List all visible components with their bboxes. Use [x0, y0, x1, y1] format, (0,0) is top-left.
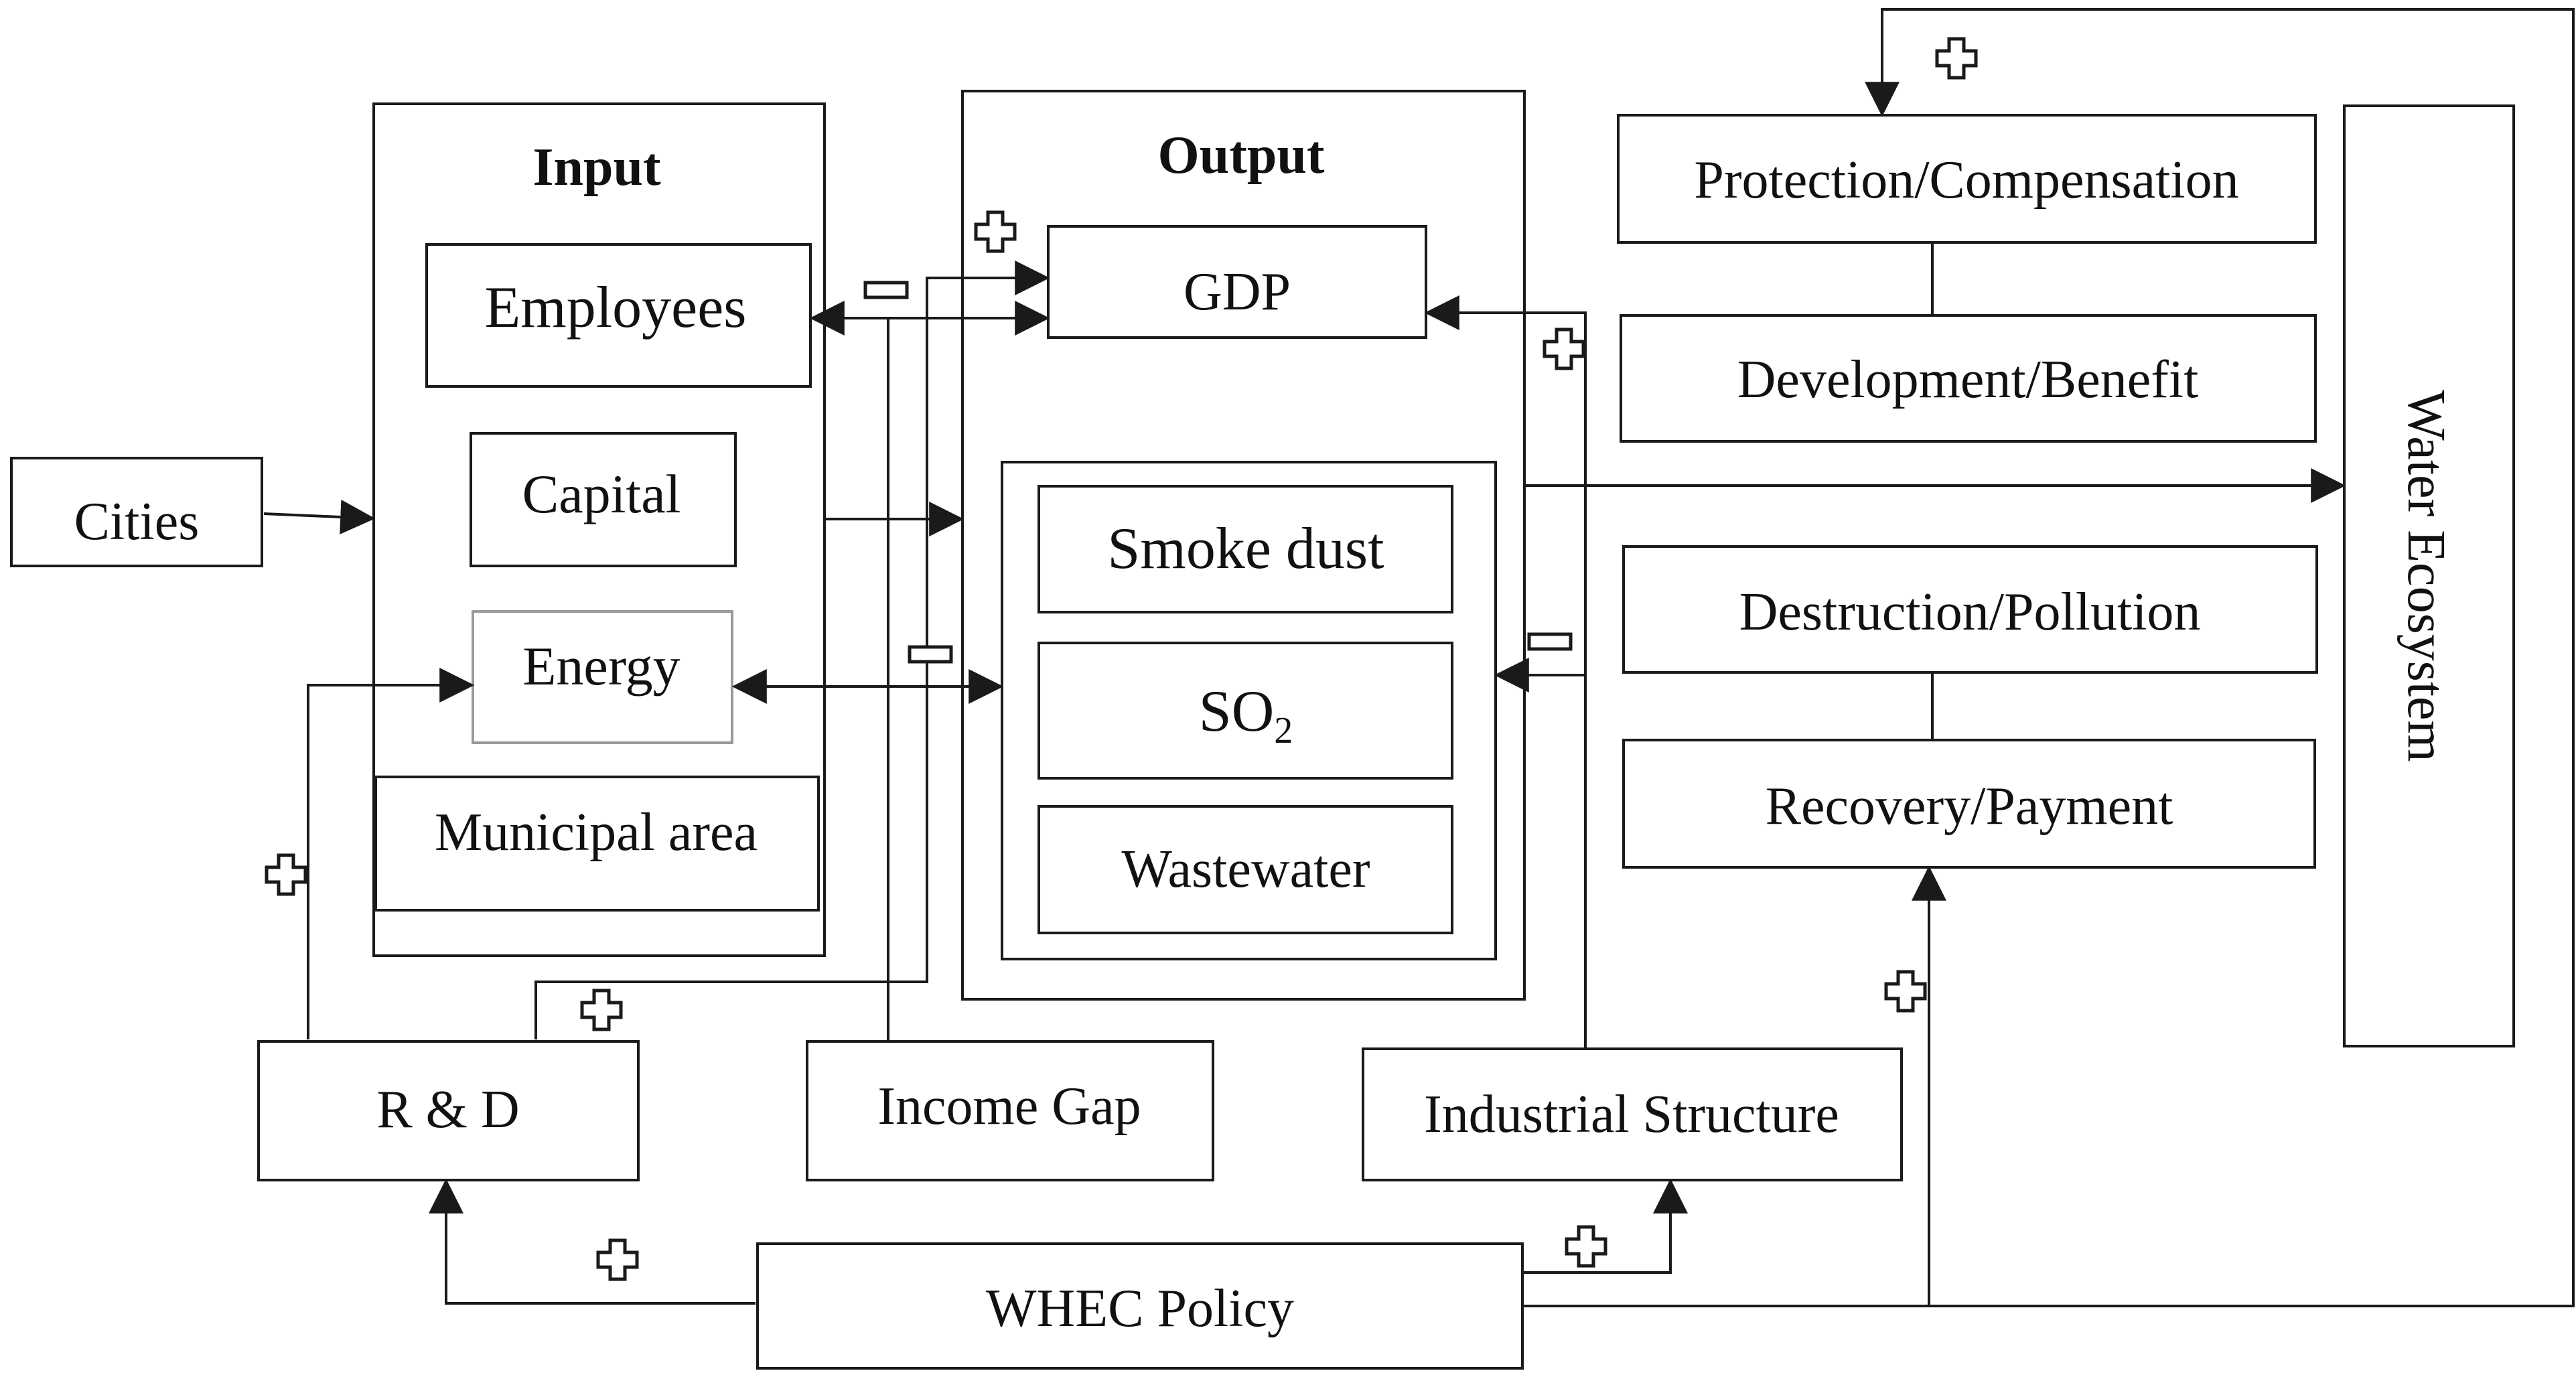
plus-sign-whec-industrial: [1565, 1225, 1607, 1268]
protection-compensation-label: Protection/Compensation: [1694, 151, 2238, 210]
gdp-label: GDP: [1184, 263, 1291, 321]
rnd-to-energy-arrow: [307, 668, 475, 1039]
rnd-box: [257, 1040, 640, 1181]
plus-sign-industrial-gdp: [1543, 328, 1585, 370]
income-gap-box: [806, 1040, 1214, 1181]
so2-label: SO2: [1199, 679, 1293, 751]
municipal-area-label: Municipal area: [435, 803, 758, 862]
capital-box: [470, 432, 737, 567]
employees-box: [425, 243, 812, 388]
protection-compensation-box: [1617, 114, 2317, 244]
whec-to-rnd-arrow: [429, 1178, 756, 1305]
plus-sign-whec-protection: [1935, 37, 1978, 80]
municipal-area-box: [374, 776, 820, 912]
whec-policy-box: [756, 1242, 1524, 1370]
plus-sign-gdp: [974, 210, 1017, 253]
input-title: Input: [532, 138, 661, 197]
plus-sign-rnd-gdp: [580, 989, 623, 1031]
recovery-payment-label: Recovery/Payment: [1766, 777, 2173, 836]
water-ecosystem-label: Water Ecosystem: [2396, 390, 2455, 762]
cities-label: Cities: [74, 492, 200, 551]
minus-sign-industrial-pollutants: [1527, 632, 1573, 651]
destruction-pollution-label: Destruction/Pollution: [1739, 583, 2201, 642]
plus-sign-whec-rnd: [596, 1238, 639, 1281]
destruction-pollution-box: [1622, 545, 2318, 674]
smoke-dust-label: Smoke dust: [1107, 516, 1384, 581]
plus-sign-whec-recovery: [1884, 970, 1927, 1013]
energy-label: Energy: [522, 636, 680, 697]
smoke-dust-box: [1037, 485, 1453, 613]
plus-sign-rnd-energy: [265, 853, 307, 896]
minus-sign-employees: [863, 281, 909, 299]
whec-loop-line: [1524, 8, 2575, 1307]
whec-to-industrial-arrow: [1524, 1178, 1688, 1274]
so2-base: SO: [1199, 679, 1275, 744]
water-ecosystem-box: [2343, 104, 2515, 1047]
recovery-payment-box: [1622, 739, 2316, 869]
whec-policy-label: WHEC Policy: [986, 1279, 1294, 1338]
employees-label: Employees: [484, 275, 746, 340]
gdp-box: [1047, 225, 1427, 339]
wastewater-label: Wastewater: [1121, 840, 1370, 899]
capital-label: Capital: [522, 463, 681, 524]
industrial-structure-label: Industrial Structure: [1424, 1085, 1839, 1144]
development-benefit-box: [1620, 314, 2317, 443]
so2-box: [1037, 642, 1453, 780]
cities-to-input-arrow: [263, 499, 376, 534]
rnd-to-gdp-arrow: [534, 261, 1050, 1039]
cities-box: [10, 457, 263, 567]
minus-sign-energy: [908, 645, 953, 664]
output-title: Output: [1158, 126, 1325, 185]
industrial-to-gdp-arrow: [1424, 295, 1587, 1049]
development-benefit-label: Development/Benefit: [1737, 350, 2199, 409]
wastewater-box: [1037, 805, 1453, 934]
industrial-structure-box: [1362, 1047, 1903, 1181]
so2-subscript: 2: [1274, 710, 1293, 751]
energy-box: [472, 610, 733, 744]
rnd-label: R & D: [376, 1080, 519, 1139]
income-gap-label: Income Gap: [877, 1077, 1141, 1136]
